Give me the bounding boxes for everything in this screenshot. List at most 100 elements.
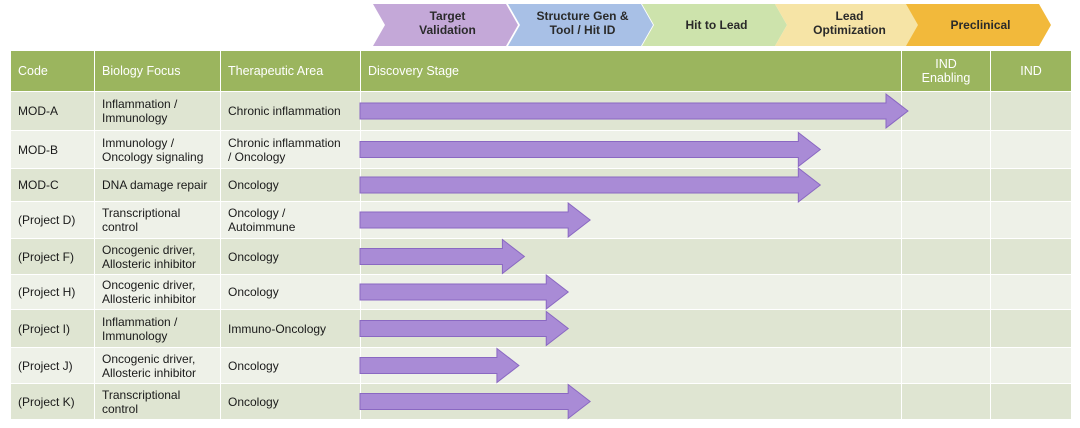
cell-ind	[991, 348, 1072, 383]
cell-discovery-stage	[361, 92, 902, 130]
cell-therapeutic-area: Oncology	[221, 348, 361, 383]
stage-label: Optimization	[813, 23, 886, 37]
stage-chevron-shape	[642, 4, 787, 46]
cell-text: Oncology /Autoimmune	[228, 206, 296, 234]
cell-biology-focus: Oncogenic driver,Allosteric inhibitor	[95, 348, 221, 383]
cell-text: Oncology	[228, 394, 279, 409]
stage-chevron-shape	[906, 4, 1051, 46]
cell-discovery-stage	[361, 310, 902, 347]
cell-code: (Project I)	[11, 310, 95, 347]
cell-discovery-stage	[361, 348, 902, 383]
stage-label: Structure Gen &	[536, 9, 628, 23]
cell-discovery-stage	[361, 384, 902, 419]
stage-chevron-5: Preclinical	[906, 4, 1051, 46]
table-row: MOD-A Inflammation /Immunology Chronic inf…	[11, 92, 1072, 130]
cell-code: (Project F)	[11, 239, 95, 274]
cell-ind-enabling	[902, 275, 991, 309]
cell-therapeutic-area: Oncology	[221, 169, 361, 201]
cell-text: Oncology	[228, 178, 279, 192]
cell-ind-enabling	[902, 169, 991, 201]
stage-label: Tool / Hit ID	[550, 23, 616, 37]
cell-discovery-stage	[361, 169, 902, 201]
cell-ind	[991, 275, 1072, 309]
cell-code: (Project D)	[11, 202, 95, 238]
stage-label: Target	[430, 9, 466, 23]
header-therapeutic-area: Therapeutic Area	[221, 51, 361, 91]
cell-text: MOD-A	[18, 104, 58, 118]
cell-discovery-stage	[361, 239, 902, 274]
table-row: MOD-C DNA damage repair Oncology	[11, 169, 1072, 201]
cell-text: Immuno-Oncology	[228, 321, 327, 336]
header-ind: IND	[991, 51, 1072, 91]
stage-label: Validation	[419, 23, 476, 37]
cell-text: MOD-C	[18, 178, 59, 192]
cell-text: (Project H)	[18, 285, 76, 299]
cell-text: Immunology /Oncology signaling	[102, 135, 204, 164]
cell-therapeutic-area: Oncology /Autoimmune	[221, 202, 361, 238]
cell-ind-enabling	[902, 92, 991, 130]
cell-code: MOD-A	[11, 92, 95, 130]
cell-code: (Project H)	[11, 275, 95, 309]
cell-biology-focus: Oncogenic driver,Allosteric inhibitor	[95, 239, 221, 274]
header-row: Code Biology Focus Therapeutic Area Disc…	[11, 51, 1072, 91]
cell-ind	[991, 202, 1072, 238]
cell-code: (Project J)	[11, 348, 95, 383]
cell-text: Oncology	[228, 285, 279, 299]
cell-text: Inflammation /Immunology	[102, 314, 178, 343]
cell-text: (Project K)	[18, 394, 75, 409]
cell-ind-enabling	[902, 239, 991, 274]
table-row: (Project H)Oncogenic driver,Allosteric i…	[11, 275, 1072, 309]
cell-text: Chronic inflammation/ Oncology	[228, 135, 341, 164]
cell-code: (Project K)	[11, 384, 95, 419]
cell-ind-enabling	[902, 131, 991, 168]
cell-ind	[991, 131, 1072, 168]
cell-ind	[991, 239, 1072, 274]
cell-ind-enabling	[902, 348, 991, 383]
header-ind-enabling: IND Enabling	[902, 51, 991, 91]
stage-chevron-shape	[775, 4, 920, 46]
cell-biology-focus: Immunology /Oncology signaling	[95, 131, 221, 168]
table-row: (Project F) Oncogenic driver,Allosteric i…	[11, 239, 1072, 274]
cell-text: Oncogenic driver,Allosteric inhibitor	[102, 351, 197, 380]
stage-label: Preclinical	[950, 18, 1010, 32]
cell-text: Oncology	[228, 249, 279, 264]
cell-therapeutic-area: Chronic inflammation	[221, 92, 361, 130]
cell-ind-enabling	[902, 384, 991, 419]
cell-ind-enabling	[902, 202, 991, 238]
cell-ind	[991, 92, 1072, 130]
stage-chevron-3: Hit to Lead	[642, 4, 787, 46]
cell-ind	[991, 310, 1072, 347]
cell-biology-focus: Inflammation /Immunology	[95, 310, 221, 347]
cell-ind	[991, 169, 1072, 201]
cell-text: DNA damage repair	[102, 178, 208, 192]
table-row: (Project J) Oncogenic driver,Allosteric i…	[11, 348, 1072, 383]
cell-text: (Project J)	[18, 358, 73, 373]
cell-therapeutic-area: Oncology	[221, 275, 361, 309]
table-row: (Project I) Inflammation /Immunology Immun…	[11, 310, 1072, 347]
header-ind-enabling-text: IND Enabling	[921, 57, 971, 85]
stage-chevron-2: Structure Gen &Tool / Hit ID	[508, 4, 653, 46]
cell-text: Inflammation /Immunology	[102, 97, 178, 125]
cell-discovery-stage	[361, 202, 902, 238]
header-discovery-stage: Discovery Stage	[361, 51, 902, 91]
cell-text: Oncogenic driver,Allosteric inhibitor	[102, 242, 197, 271]
cell-discovery-stage	[361, 275, 902, 309]
cell-biology-focus: Inflammation /Immunology	[95, 92, 221, 130]
header-biology-focus: Biology Focus	[95, 51, 221, 91]
cell-text: (Project F)	[18, 249, 75, 264]
cell-code: MOD-C	[11, 169, 95, 201]
cell-text: (Project I)	[18, 321, 71, 336]
cell-therapeutic-area: Oncology	[221, 384, 361, 419]
cell-therapeutic-area: Immuno-Oncology	[221, 310, 361, 347]
stage-label: Lead	[835, 9, 863, 23]
cell-code: MOD-B	[11, 131, 95, 168]
